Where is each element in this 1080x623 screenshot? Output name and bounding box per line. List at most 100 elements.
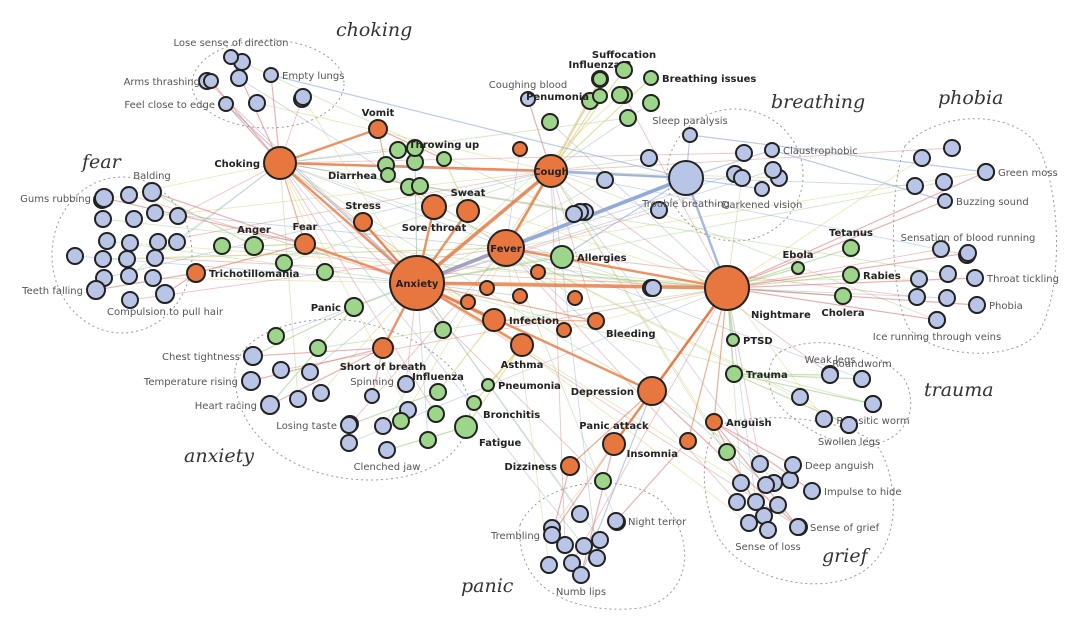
node-label-diarrhea: Diarrhea <box>328 171 377 182</box>
node-circle-shortbreath <box>372 337 394 359</box>
node-asthma: Asthma <box>501 333 544 371</box>
node-infection: Infection <box>482 308 559 332</box>
node-label-greenmoss: Green moss <box>998 168 1058 179</box>
node-throattickling: Throat tickling <box>966 269 1059 287</box>
network-edge-background <box>280 287 728 371</box>
node-insomnia: Insomnia <box>627 432 697 460</box>
node-circle-throattickling <box>966 269 984 287</box>
cluster-outline-breathing <box>666 108 804 242</box>
node-weaklegs: Weak legs <box>804 355 856 384</box>
network-node-unlabeled <box>541 113 559 131</box>
node-numblips: Numb lips <box>556 566 606 598</box>
node-dizziness: Dizziness <box>504 456 580 476</box>
network-edge-anguish-deepanguish <box>713 421 794 466</box>
node-circle-bleeding <box>587 312 605 330</box>
network-node-unlabeled <box>540 556 558 574</box>
network-node-unlabeled <box>479 280 495 296</box>
network-edge-background <box>279 162 654 289</box>
node-label-armsthrashing: Arms thrashing <box>124 77 200 88</box>
node-label-gumsrubbing: Gums rubbing <box>20 194 91 205</box>
node-label-roundworm: Roundworm <box>832 359 892 370</box>
node-sorethroat: Sore throat <box>402 194 466 234</box>
node-icerunning: Ice running through veins <box>873 311 1001 343</box>
node-label-temprising: Temperature rising <box>143 377 238 388</box>
network-edge-background <box>279 149 399 164</box>
node-fatigue: Fatigue <box>454 415 521 449</box>
node-label-influenza: Influenza <box>412 372 464 383</box>
network-edge-choking-vomit <box>279 127 379 165</box>
node-label-cholera: Cholera <box>821 308 864 319</box>
network-edge-background <box>279 162 299 400</box>
node-label-bronchitis: Bronchitis <box>483 410 540 421</box>
network-edge-cough-troublebreathing <box>550 169 687 180</box>
node-trembling: Trembling <box>490 526 561 544</box>
network-edge-background <box>133 170 552 220</box>
network-node-unlabeled <box>389 141 407 159</box>
node-label-asthma: Asthma <box>501 360 544 371</box>
node-label-balding: Balding <box>133 171 171 182</box>
node-label-trauma_n: Trauma <box>746 370 788 381</box>
node-circle-trembling <box>543 526 561 544</box>
node-label-panic: Panic <box>311 303 341 314</box>
node-label-feelclose: Feel close to edge <box>124 100 215 111</box>
node-label-depression: Depression <box>571 387 634 398</box>
node-circle-sensationblood <box>959 244 977 262</box>
node-circle-darkenedvision <box>754 181 770 197</box>
node-label-compulsion: Compulsion to pull hair <box>107 307 224 318</box>
cluster-title-breathing: breathing <box>771 91 865 113</box>
node-circle-anxiety <box>389 255 445 311</box>
node-cough: Cough <box>533 154 569 188</box>
network-node-unlabeled <box>908 288 926 306</box>
network-edge-allergies-troublebreathing <box>561 177 687 258</box>
network-node-unlabeled <box>644 279 662 297</box>
node-label-sensationblood: Sensation of blood running <box>901 233 1036 244</box>
network-edge-anger-balding <box>151 191 255 247</box>
node-label-tricho: Trichotillomania <box>209 269 299 280</box>
cluster-outline-choking <box>191 39 345 129</box>
node-label-claustrophobic: Claustrophobic <box>783 146 858 157</box>
network-node-unlabeled <box>718 443 736 461</box>
network-node-unlabeled <box>121 291 139 309</box>
network-edge-background <box>416 94 621 284</box>
network-node-unlabeled <box>434 321 452 339</box>
network-node-unlabeled <box>213 237 231 255</box>
node-label-anger: Anger <box>237 225 271 236</box>
node-label-senseofloss: Sense of loss <box>735 542 801 553</box>
network-edge-background <box>505 247 652 289</box>
node-label-stress: Stress <box>345 201 381 212</box>
network-node-unlabeled <box>747 493 765 511</box>
node-circle-coughingblood <box>520 91 536 107</box>
network-node-unlabeled <box>230 69 248 87</box>
node-label-trembling: Trembling <box>490 531 540 542</box>
node-label-throattickling: Throat tickling <box>986 274 1059 285</box>
node-label-icerunning: Ice running through veins <box>873 332 1001 343</box>
network-node-unlabeled <box>289 390 307 408</box>
network-edge-shortbreath-heartracing <box>269 347 384 406</box>
network-node-unlabeled <box>301 363 319 381</box>
node-circle-asthma <box>510 333 534 357</box>
network-edge-background <box>726 287 825 420</box>
node-ptsd: PTSD <box>726 333 773 347</box>
network-node-unlabeled <box>619 109 637 127</box>
network-edge-background <box>550 170 598 559</box>
node-circle-clenchedjaw <box>378 441 396 459</box>
node-circle-losesense <box>223 49 239 65</box>
network-node-unlabeled <box>98 232 116 250</box>
network-node-unlabeled <box>815 410 833 428</box>
node-circle-parasiticworm <box>864 395 882 413</box>
node-feelclose: Feel close to edge <box>124 96 234 112</box>
node-circle-weaklegs <box>821 366 839 384</box>
network-edge-background <box>726 157 923 289</box>
node-circle-losingtaste <box>340 416 358 434</box>
node-label-darkenedvision: Darkened vision <box>722 200 803 211</box>
node-circle-impulsehide <box>803 482 821 500</box>
node-circle-vomit <box>368 119 388 139</box>
node-label-troublebreathing: Trouble breathing <box>641 199 730 210</box>
network-node-unlabeled <box>397 375 415 393</box>
node-circle-gumsrubbing <box>94 188 114 208</box>
node-circle-tricho <box>186 263 206 283</box>
node-losesense: Lose sense of direction <box>174 38 288 65</box>
cluster-title-phobia: phobia <box>938 87 1003 109</box>
cluster-outline-grief <box>703 417 894 585</box>
